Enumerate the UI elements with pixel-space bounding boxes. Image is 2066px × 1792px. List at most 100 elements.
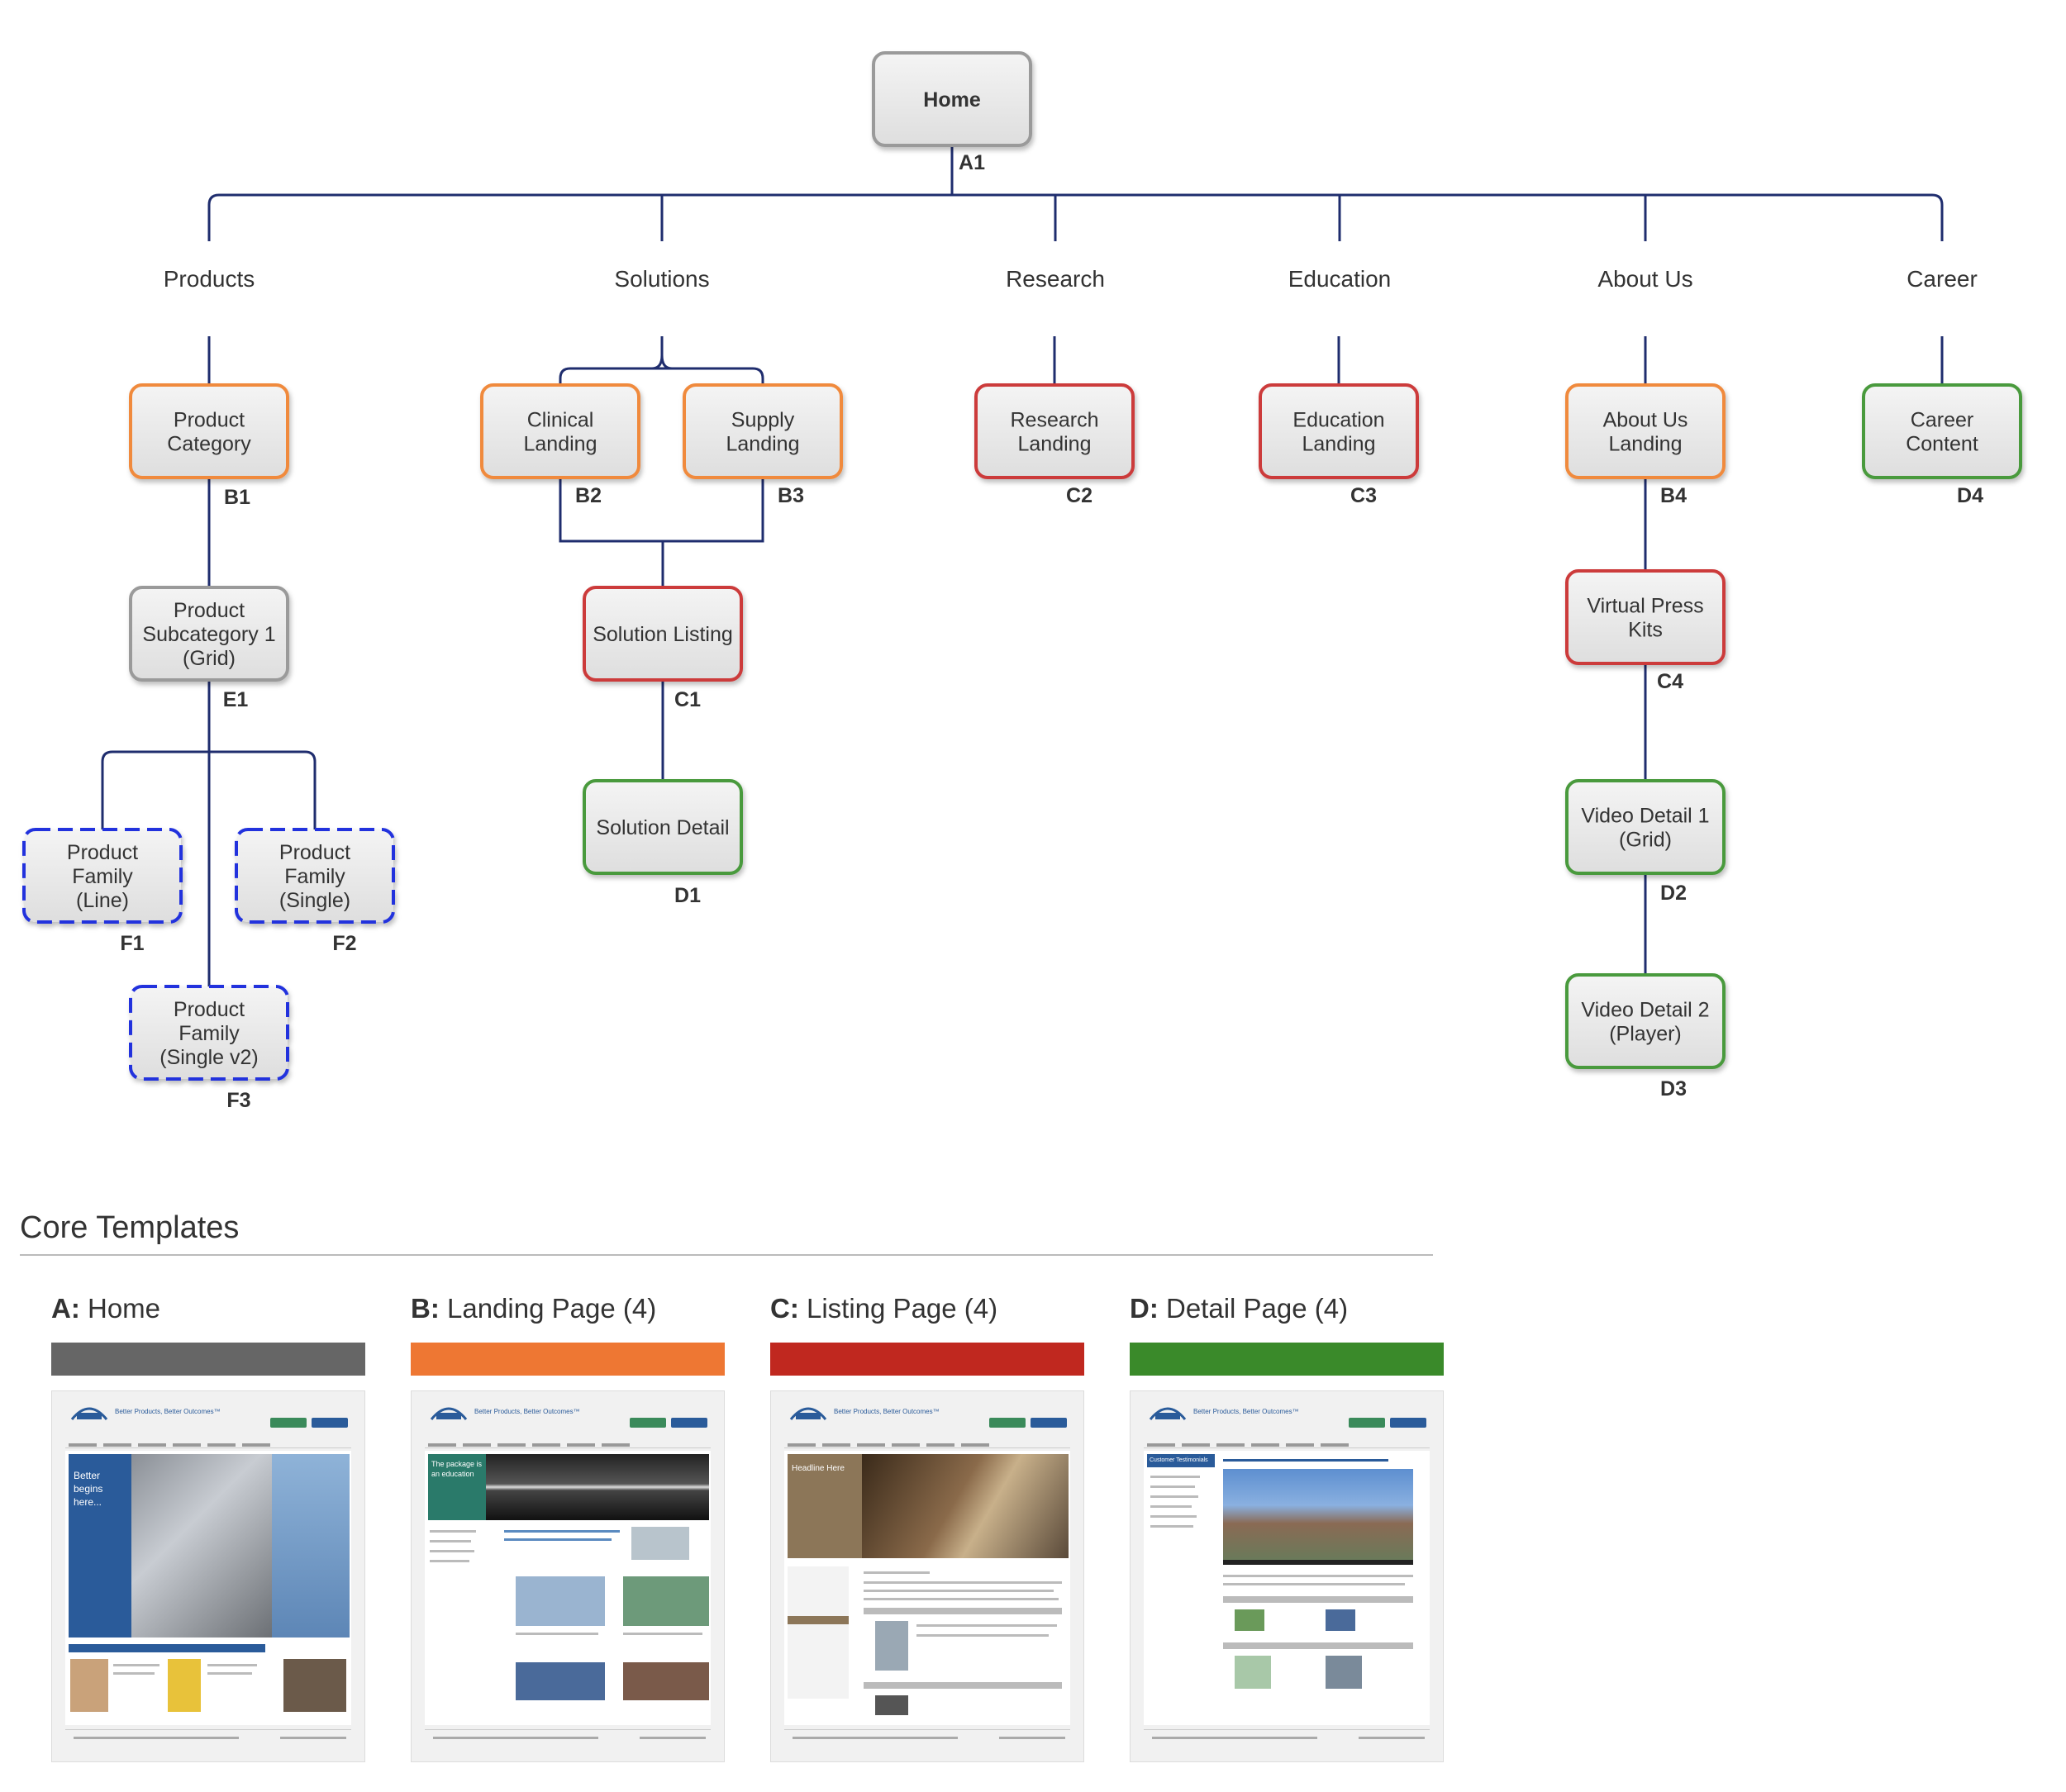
related-thumb-1 (1235, 1609, 1264, 1631)
node-label: Landing (1609, 433, 1683, 456)
node-label: Family (284, 865, 345, 888)
node-code: D2 (1660, 882, 1687, 905)
template-landing-title: B: Landing Page (4) (411, 1293, 725, 1329)
side-nav (788, 1566, 849, 1699)
shop-now-button (630, 1418, 666, 1428)
node-label: Video Detail 2 (1581, 999, 1709, 1022)
feature-image-4 (623, 1662, 709, 1700)
node-label: (Grid) (183, 647, 236, 670)
node-label: Landing (1018, 433, 1092, 456)
node-label: Content (1906, 433, 1978, 456)
node-label: (Line) (76, 889, 129, 912)
template-landing-thumbnail[interactable]: Better Products, Better Outcomes™ The pa… (411, 1390, 725, 1762)
thumb-footer (784, 1729, 1070, 1753)
node-code: A1 (959, 151, 985, 174)
connector-solutions-split (559, 367, 764, 385)
node-label: Product (279, 841, 350, 864)
node-label: Kits (1628, 619, 1663, 642)
thumb-tagline: Better Products, Better Outcomes™ (474, 1408, 580, 1415)
template-name: Landing Page (4) (447, 1293, 657, 1324)
section-label-research: Research (1006, 266, 1105, 292)
node-d3[interactable]: Video Detail 2(Player)D3 (1565, 973, 1726, 1100)
core-templates-divider (20, 1254, 1433, 1256)
related-thumb-4 (1326, 1656, 1362, 1689)
section-label-about-us: About Us (1597, 266, 1692, 292)
shop-now-button (270, 1418, 307, 1428)
node-label: Landing (1302, 433, 1376, 456)
node-box (129, 383, 289, 479)
node-label: Clinical (527, 409, 594, 432)
node-label: Landing (726, 433, 800, 456)
template-home-thumbnail[interactable]: Better Products, Better Outcomes™ Better… (51, 1390, 365, 1762)
template-detail-color-bar (1130, 1343, 1444, 1376)
section-label-products: Products (164, 266, 255, 292)
thumb-footer (1144, 1729, 1430, 1753)
hero-panel: Headline Here (788, 1454, 862, 1558)
node-d2[interactable]: Video Detail 1(Grid) D2 (1565, 779, 1726, 905)
hero-tube-image (486, 1454, 709, 1520)
node-box (480, 383, 640, 479)
medline-logo-icon (70, 1407, 108, 1420)
node-code: C1 (674, 688, 701, 711)
node-code: D1 (674, 884, 701, 907)
template-detail-thumbnail[interactable]: Better Products, Better Outcomes™ Custom… (1130, 1390, 1444, 1762)
node-label: Landing (524, 433, 597, 456)
section-bar-1 (864, 1608, 1062, 1614)
node-label: Home (923, 88, 981, 112)
node-label: Video Detail 1 (1581, 805, 1709, 828)
node-label: Family (179, 1022, 240, 1045)
view-cart-button (1031, 1418, 1067, 1428)
related-bar-2 (1223, 1642, 1413, 1649)
node-code: C3 (1350, 484, 1377, 507)
node-box (1259, 383, 1419, 479)
thumb-nav (784, 1436, 1070, 1448)
thumb-header: Better Products, Better Outcomes™ (1144, 1398, 1430, 1436)
template-listing-thumbnail[interactable]: Better Products, Better Outcomes™ Headli… (770, 1390, 1084, 1762)
node-label: (Grid) (1619, 829, 1672, 852)
template-home: A: Home Better Products, Better Outcomes… (51, 1293, 365, 1762)
node-code: C2 (1066, 484, 1093, 507)
template-home-color-bar (51, 1343, 365, 1376)
medline-logo-icon (1149, 1407, 1187, 1420)
node-code: C4 (1657, 670, 1683, 693)
node-label: Supply (731, 409, 795, 432)
view-cart-button (671, 1418, 707, 1428)
template-name: Detail Page (4) (1166, 1293, 1349, 1324)
node-box (1565, 383, 1726, 479)
thumb-tagline: Better Products, Better Outcomes™ (834, 1408, 940, 1415)
node-label: Solution Detail (596, 816, 729, 839)
hero-boxes-image (862, 1454, 1069, 1558)
node-box (1565, 973, 1726, 1069)
node-code: F1 (120, 932, 144, 955)
node-label: Product (67, 841, 138, 864)
template-listing: C: Listing Page (4) Better Products, Bet… (770, 1293, 1084, 1762)
side-nav-title: Customer Testimonials (1150, 1457, 1208, 1463)
thumb-tagline: Better Products, Better Outcomes™ (1193, 1408, 1299, 1415)
template-listing-title: C: Listing Page (4) (770, 1293, 1084, 1329)
template-letter: D: (1130, 1293, 1159, 1324)
template-detail: D: Detail Page (4) Better Products, Bett… (1130, 1293, 1444, 1762)
node-label: Virtual Press (1587, 595, 1703, 618)
node-label: Product (174, 409, 245, 432)
shop-now-button (1349, 1418, 1385, 1428)
